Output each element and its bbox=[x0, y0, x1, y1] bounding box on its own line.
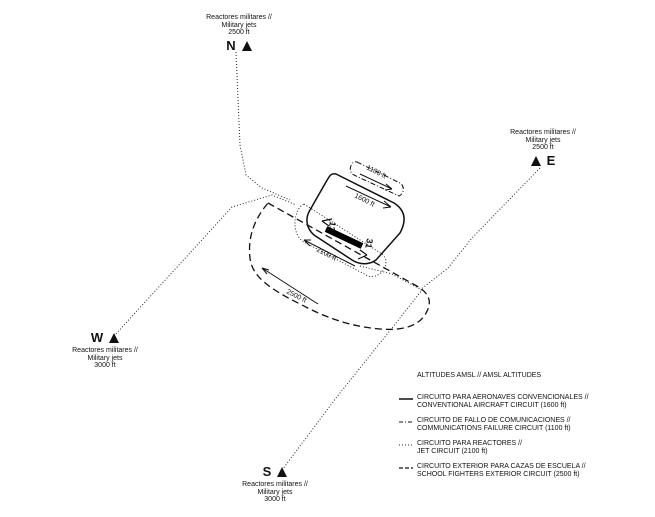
legend-item-jet-line2: JET CIRCUIT (2100 ft) bbox=[417, 448, 488, 455]
point-n-line1: Reactores militares // bbox=[206, 14, 272, 21]
legend-item-jet-line1: CIRCUITO PARA REACTORES // bbox=[417, 440, 523, 447]
reporting-point-n: Reactores militares // Military jets 250… bbox=[196, 14, 282, 53]
point-w-line2: Military jets bbox=[87, 354, 123, 362]
point-s-letter: S bbox=[262, 464, 272, 479]
runway-label-31: 31 bbox=[363, 238, 375, 250]
reporting-point-s: S Reactores militares // Military jets 3… bbox=[232, 465, 318, 504]
legend-item-comm-failure-line1: CIRCUITO DE FALLO DE COMUNICACIONES // bbox=[417, 417, 571, 424]
reporting-point-w: W Reactores militares // Military jets 3… bbox=[62, 331, 148, 370]
legend-item-conventional-line2: CONVENTIONAL AIRCRAFT CIRCUIT (1600 ft) bbox=[417, 402, 567, 409]
circuit-conventional bbox=[306, 173, 405, 265]
point-e-line2: Military jets bbox=[525, 136, 561, 144]
point-n-letter: N bbox=[226, 37, 236, 53]
arrow-comm-failure bbox=[359, 173, 393, 191]
reporting-point-e: Reactores militares // Military jets 250… bbox=[500, 129, 586, 168]
legend-dotted-line-icon bbox=[399, 444, 413, 446]
legend-item-school-line1: CIRCUITO EXTERIOR PARA CAZAS DE ESCUELA … bbox=[417, 463, 586, 470]
runway bbox=[324, 226, 364, 249]
point-s-line2: Military jets bbox=[257, 488, 293, 496]
point-n-line2: Military jets bbox=[221, 21, 257, 29]
legend-dash-dot-line-icon bbox=[399, 421, 413, 423]
legend-item-comm-failure: CIRCUITO DE FALLO DE COMUNICACIONES // C… bbox=[399, 417, 629, 433]
route-jet-exit bbox=[359, 265, 423, 291]
legend-item-jet: CIRCUITO PARA REACTORES // JET CIRCUIT (… bbox=[399, 440, 629, 456]
arrow-jet bbox=[303, 239, 356, 267]
legend-item-comm-failure-line2: COMMUNICATIONS FAILURE CIRCUIT (1100 ft) bbox=[417, 425, 571, 432]
route-north bbox=[235, 51, 291, 201]
point-s-line1: Reactores militares // bbox=[242, 481, 308, 488]
route-east bbox=[419, 167, 541, 291]
arrow-conventional bbox=[345, 185, 392, 209]
legend-title: ALTITUDES AMSL // AMSL ALTITUDES bbox=[417, 372, 542, 379]
arrow-runway-13 bbox=[321, 218, 333, 227]
point-w-line1: Reactores militares // bbox=[72, 347, 138, 354]
legend-solid-line-icon bbox=[399, 398, 413, 400]
arrow-runway-31 bbox=[357, 249, 368, 260]
point-s-altitude: 3000 ft bbox=[264, 496, 286, 503]
point-n-altitude: 2500 ft bbox=[228, 29, 250, 36]
legend: ALTITUDES AMSL // AMSL ALTITUDES CIRCUIT… bbox=[399, 372, 629, 486]
reporting-point-w-triangle-icon bbox=[109, 333, 120, 343]
circuit-school-fighters bbox=[248, 202, 430, 331]
reporting-point-e-triangle-icon bbox=[530, 155, 541, 166]
point-e-letter: E bbox=[546, 152, 556, 168]
circuit-comm-failure bbox=[349, 161, 404, 197]
reporting-point-s-triangle-icon bbox=[277, 467, 288, 477]
legend-dashed-line-icon bbox=[399, 467, 413, 469]
point-w-altitude: 3000 ft bbox=[94, 362, 116, 369]
point-e-line1: Reactores militares // bbox=[510, 129, 576, 136]
legend-item-school-line2: SCHOOL FIGHTERS EXTERIOR CIRCUIT (2500 f… bbox=[417, 471, 580, 478]
route-west bbox=[113, 194, 297, 337]
legend-item-school: CIRCUITO EXTERIOR PARA CAZAS DE ESCUELA … bbox=[399, 463, 629, 479]
route-south bbox=[281, 289, 423, 471]
circuit-jet bbox=[294, 203, 387, 278]
point-w-letter: W bbox=[90, 330, 104, 345]
legend-item-conventional-line1: CIRCUITO PARA AERONAVES CONVENCIONALES /… bbox=[417, 394, 589, 401]
reporting-point-n-triangle-icon bbox=[241, 40, 252, 51]
legend-item-conventional: CIRCUITO PARA AERONAVES CONVENCIONALES /… bbox=[399, 394, 629, 410]
point-e-altitude: 2500 ft bbox=[532, 144, 554, 151]
runway-label-13: 13 bbox=[326, 221, 338, 233]
arrow-school bbox=[261, 267, 319, 305]
